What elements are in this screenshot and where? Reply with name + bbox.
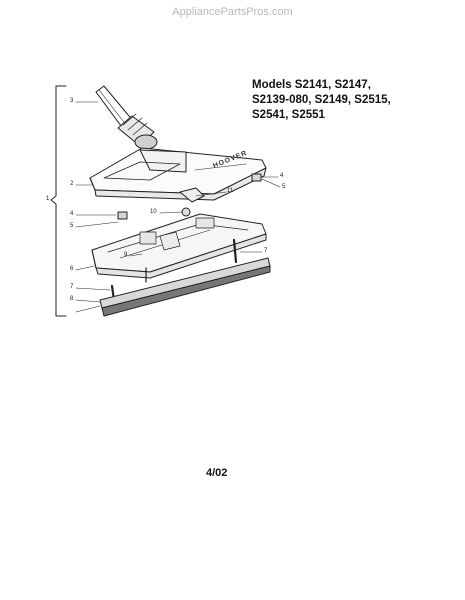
- date-code: 4/02: [206, 467, 228, 479]
- callout-11: 11: [227, 188, 234, 194]
- callout-9: 9: [124, 252, 128, 258]
- models-line-3: S2541, S2551: [252, 109, 325, 121]
- pedal-part: [179, 187, 205, 203]
- callout-4-left: 4: [70, 211, 74, 217]
- assembly-bracket: [50, 85, 67, 317]
- callout-6: 6: [70, 266, 74, 272]
- knob-left: [117, 211, 128, 220]
- models-heading: Models S2141, S2147, S2139-080, S2149, S…: [252, 78, 457, 123]
- callout-2: 2: [70, 181, 74, 187]
- leader-lines: [75, 101, 281, 313]
- screw-part: [181, 207, 191, 217]
- knob-right: [251, 173, 262, 182]
- spring-right: [232, 238, 238, 264]
- callout-4-right: 4: [280, 173, 284, 179]
- models-line-1: Models S2141, S2147,: [252, 79, 371, 91]
- callout-5-left: 5: [70, 223, 74, 229]
- callout-7-right: 7: [264, 248, 268, 254]
- callout-5-right: 5: [282, 184, 286, 190]
- callout-3: 3: [70, 98, 74, 104]
- watermark: AppliancePartsPros.com: [172, 6, 293, 18]
- swivel-ring: [134, 134, 158, 150]
- brush-bristles: [101, 265, 271, 317]
- callout-8: 8: [70, 296, 74, 302]
- callout-10: 10: [150, 209, 157, 215]
- callout-1: 1: [46, 196, 50, 202]
- callout-7-left: 7: [70, 284, 74, 290]
- models-line-2: S2139-080, S2149, S2515,: [252, 94, 391, 106]
